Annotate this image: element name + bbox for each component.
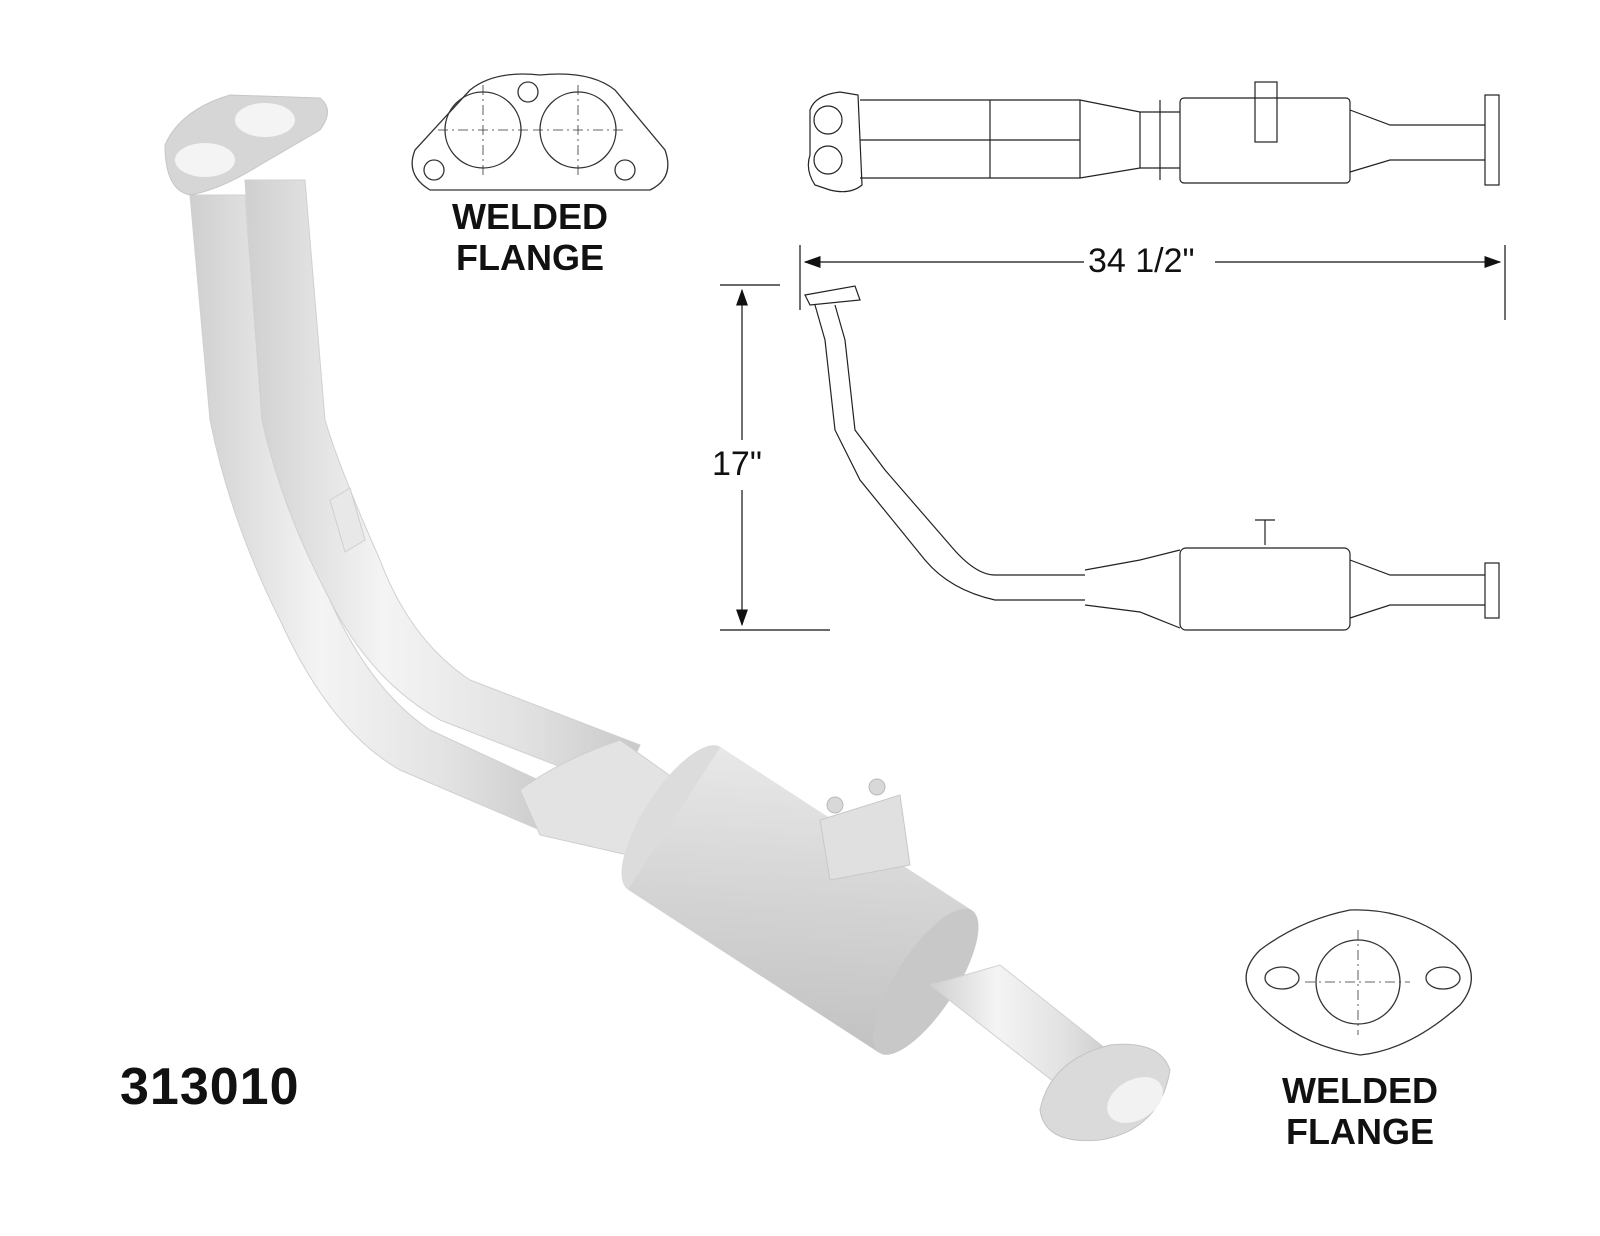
length-dimension	[799, 245, 1506, 320]
converter-3d-view	[164, 94, 1171, 1142]
height-dimension	[720, 284, 830, 631]
outlet-flange-diagram	[1245, 909, 1473, 1056]
part-number: 313010	[120, 1058, 300, 1116]
length-dimension-label: 34 1/2"	[1084, 242, 1199, 281]
height-dimension-label: 17"	[708, 445, 766, 484]
top-view-drawing	[807, 81, 1500, 193]
inlet-flange-diagram	[411, 73, 669, 191]
outlet-flange-label: WELDED FLANGE	[1282, 1070, 1438, 1153]
inlet-flange-label: WELDED FLANGE	[452, 196, 608, 279]
side-view-drawing	[804, 285, 1500, 631]
